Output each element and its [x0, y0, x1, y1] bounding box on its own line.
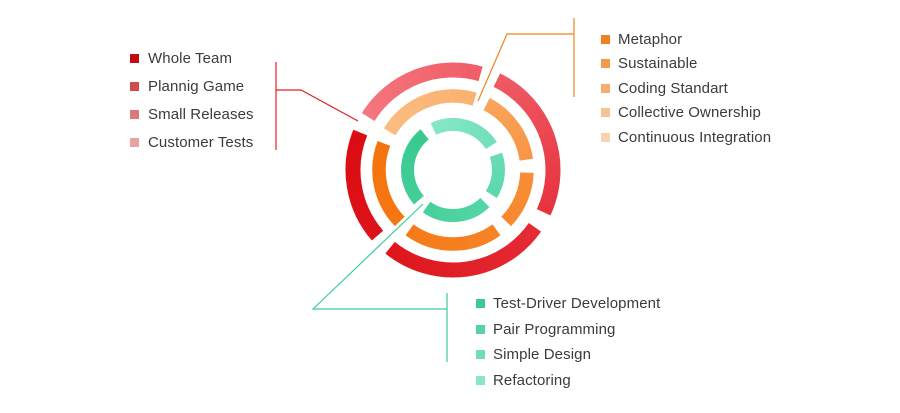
red-connector-line: [276, 89, 359, 122]
legend-item: Customer Tests: [130, 128, 254, 156]
legend-item-label: Plannig Game: [148, 77, 245, 95]
red-swatch-icon: [130, 53, 139, 63]
legend-item-label: Metaphor: [618, 30, 683, 48]
ring-middle-orange-segment: [483, 98, 533, 161]
legend-item-label: Continuous Integration: [618, 128, 772, 146]
legend-item: Metaphor: [601, 27, 771, 52]
teal-connector-line: [311, 203, 447, 310]
legend-item: Whole Team: [130, 44, 254, 72]
legend-item: Simple Design: [476, 342, 660, 368]
teal-swatch-icon: [476, 375, 485, 385]
orange-connector-line: [477, 33, 574, 102]
ring-outer-red-segment: [361, 62, 483, 122]
legend-item-label: Whole Team: [148, 49, 233, 67]
orange-swatch-icon: [601, 132, 610, 142]
legend-item-label: Simple Design: [493, 346, 592, 364]
ring-middle-orange-segment: [372, 141, 405, 227]
ring-inner-teal-segment: [401, 129, 429, 205]
legend-item-label: Collective Ownership: [618, 104, 761, 122]
orange-swatch-icon: [601, 59, 610, 69]
legend-item-label: Refactoring: [493, 371, 571, 389]
ring-inner-teal-segment: [485, 152, 505, 198]
ring-inner-teal-segment: [422, 197, 490, 222]
ring-outer-red-segment: [345, 129, 384, 241]
legend-item: Small Releases: [130, 100, 254, 128]
teal-swatch-icon: [476, 324, 485, 334]
legend-item: Sustainable: [601, 52, 771, 77]
legend-item-label: Customer Tests: [148, 133, 254, 151]
legend-item: Plannig Game: [130, 72, 254, 100]
legend-item: Continuous Integration: [601, 125, 771, 150]
orange-swatch-icon: [601, 83, 610, 93]
legend-item: Refactoring: [476, 368, 660, 394]
ring-outer-red-segment: [385, 222, 542, 278]
legend-item-label: Sustainable: [618, 55, 698, 73]
ring-inner-teal-segment: [430, 118, 497, 150]
orange-swatch-icon: [601, 34, 610, 44]
legend-item: Collective Ownership: [601, 101, 771, 126]
legend-item: Coding Standart: [601, 76, 771, 101]
red-swatch-icon: [130, 109, 139, 119]
legend-item-label: Small Releases: [148, 105, 254, 123]
ring-outer-red-segment: [493, 73, 561, 216]
legend-item: Test-Driver Development: [476, 291, 660, 317]
ring-middle-orange-segment: [383, 89, 477, 136]
teal-swatch-icon: [476, 350, 485, 360]
ring-middle-orange-segment: [501, 172, 534, 227]
legend-item-label: Coding Standart: [618, 79, 728, 97]
red-swatch-icon: [130, 137, 139, 147]
ring-middle-orange-segment: [405, 224, 501, 251]
legend-item: Pair Programming: [476, 317, 660, 343]
legend-item-label: Pair Programming: [493, 320, 616, 338]
teal-swatch-icon: [476, 299, 485, 309]
legend-item-label: Test-Driver Development: [493, 295, 661, 313]
orange-swatch-icon: [601, 108, 610, 118]
red-swatch-icon: [130, 81, 139, 91]
